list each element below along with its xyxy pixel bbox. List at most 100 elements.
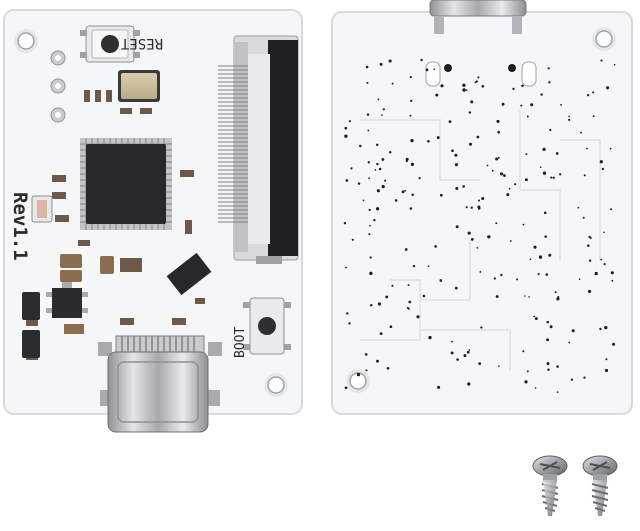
screw-right [582, 455, 618, 516]
via-dot [540, 93, 543, 96]
via-dot [589, 236, 592, 240]
via-dot [506, 193, 510, 197]
usb-serial-chip [166, 252, 212, 296]
via-dot [568, 115, 571, 118]
via-dot [448, 120, 452, 123]
via-dot [556, 297, 560, 301]
via-dot [462, 88, 466, 92]
via-dot [433, 68, 436, 71]
via-dot [462, 185, 465, 188]
mounting-hole-bottom-left [346, 369, 370, 393]
via-dot [592, 91, 595, 94]
via-dot [439, 193, 443, 197]
via-dot [537, 273, 540, 276]
via-dot [521, 84, 524, 87]
via-dot [604, 325, 608, 330]
crystal-oscillator [118, 70, 160, 102]
via-dot [508, 187, 511, 190]
via-dot [543, 211, 547, 215]
boot-button[interactable] [243, 297, 291, 355]
reset-button[interactable] [80, 25, 140, 63]
via-dot [552, 176, 555, 179]
via-dot [401, 190, 405, 194]
via-dot [570, 378, 574, 381]
via-dot [577, 206, 580, 209]
via-dot [522, 350, 525, 353]
voltage-regulator [46, 280, 88, 318]
via-dot [587, 244, 590, 247]
via-dot [379, 332, 383, 335]
via-dot [545, 273, 549, 276]
via-dot [592, 115, 595, 118]
diodes [22, 254, 142, 358]
via-dot [356, 372, 361, 377]
via-dot [578, 278, 581, 281]
via-dot [454, 153, 458, 157]
via-dot [375, 143, 379, 147]
via-dot [600, 59, 603, 62]
via-dot [422, 294, 426, 298]
via-dot [495, 295, 499, 298]
via-dot [348, 322, 351, 325]
mounting-hole-top-right [592, 27, 616, 51]
via-dot [520, 104, 523, 107]
via-dot [550, 176, 553, 179]
via-dot [463, 354, 467, 358]
via-dot [487, 235, 491, 239]
via-dot [404, 189, 407, 192]
via-dot [523, 295, 526, 297]
via-dot [500, 273, 503, 277]
via-dot [594, 271, 598, 276]
via-dot [348, 120, 351, 123]
board-back [331, 0, 633, 415]
via-dot [560, 103, 562, 106]
via-dot [440, 84, 444, 88]
via-dot [350, 167, 353, 170]
via-dot [559, 173, 562, 176]
via-dot [384, 179, 387, 182]
via-dot [604, 368, 609, 373]
via-dot [568, 118, 571, 121]
board-front: RESET [3, 9, 303, 433]
via-dot [609, 147, 612, 150]
via-dot [611, 279, 614, 282]
via-dot [525, 153, 528, 156]
via-dot [381, 114, 383, 116]
via-dot [410, 99, 413, 102]
via-dot [546, 320, 549, 324]
via-dot [465, 206, 468, 209]
via-dot [389, 325, 393, 329]
via-dot [522, 223, 525, 226]
via-dot [409, 114, 412, 117]
via-dot [454, 163, 458, 167]
via-dot [468, 111, 472, 114]
via-dot [497, 156, 500, 159]
via-dot [512, 87, 515, 91]
via-dot [477, 207, 481, 210]
via-dot [410, 162, 415, 167]
via-dot [366, 113, 370, 116]
via-dot [365, 65, 369, 69]
usb-c-port[interactable] [98, 335, 222, 433]
via-dot [534, 387, 537, 389]
via-dot [510, 240, 512, 242]
via-dot [388, 151, 392, 154]
via-dot [369, 224, 371, 227]
via-dot [546, 338, 550, 342]
via-dot [612, 342, 616, 346]
via-dot [479, 270, 482, 273]
via-dot [465, 89, 468, 92]
via-dot [530, 103, 534, 107]
via-dot [474, 81, 477, 84]
pcb-traces [360, 110, 601, 370]
via-dot [476, 247, 479, 249]
via-dot [344, 134, 348, 138]
screw-left [532, 455, 568, 516]
via-dot [369, 271, 373, 276]
via-dot [534, 317, 538, 321]
via-dot [365, 369, 368, 372]
via-dot [369, 256, 372, 259]
via-dot [588, 259, 592, 262]
via-dot [381, 184, 385, 189]
